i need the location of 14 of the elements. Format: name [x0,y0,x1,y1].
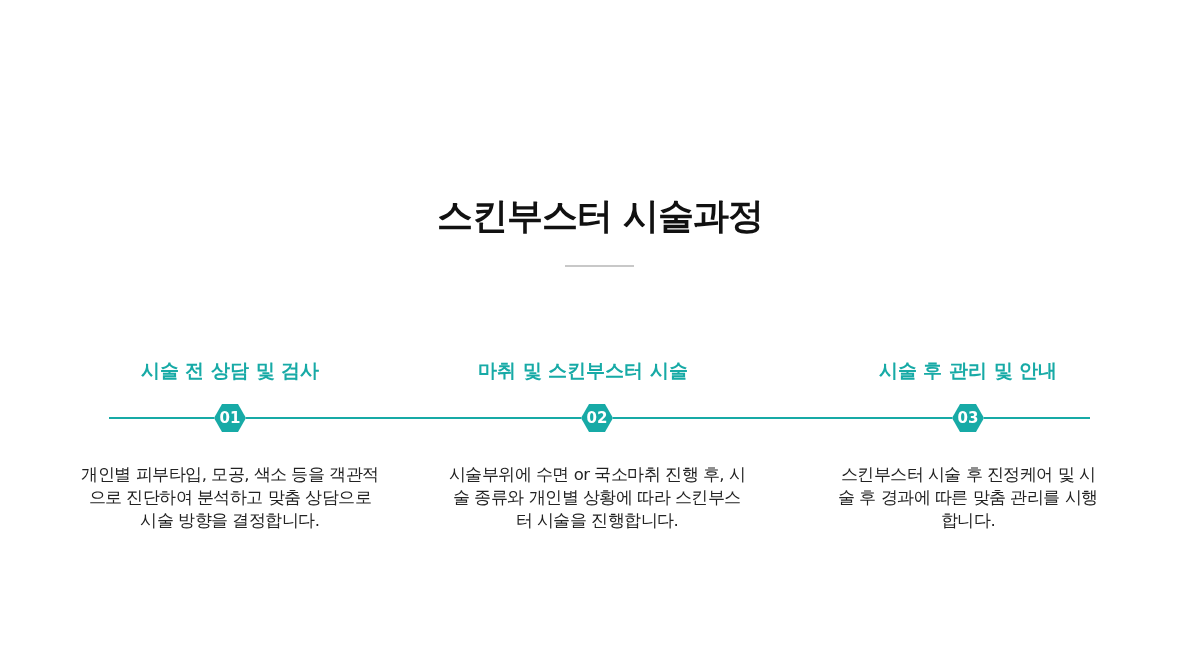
timeline-line [612,417,953,419]
timeline-line [108,417,215,419]
step-description: 개인별 피부타입, 모공, 색소 등을 객관적으로 진단하여 분석하고 맞춤 상담으로 시술 방향을 결정합니다. [80,464,380,532]
step-heading: 시술 전 상담 및 검사 [140,358,320,383]
step-hexagon: 02 [581,404,613,432]
title: 스킨부스터 시술과정 [435,194,765,238]
step-description: 스킨부스터 시술 후 진정케어 및 시술 후 경과에 따른 맞춤 관리를 시행합니다. [838,464,1098,532]
step-hexagon: 03 [952,404,984,432]
step-hexagon: 01 [214,404,246,432]
step-description: 시술부위에 수면 or 국소마취 진행 후, 시술 종류와 개인별 상황에 따라 스킨부스터 시술을 진행합니다. [447,464,747,532]
step-heading: 시술 후 관리 및 안내 [878,358,1058,383]
timeline-line [245,417,582,419]
timeline-line [983,417,1091,419]
step-heading: 마취 및 스킨부스터 시술 [478,358,688,383]
